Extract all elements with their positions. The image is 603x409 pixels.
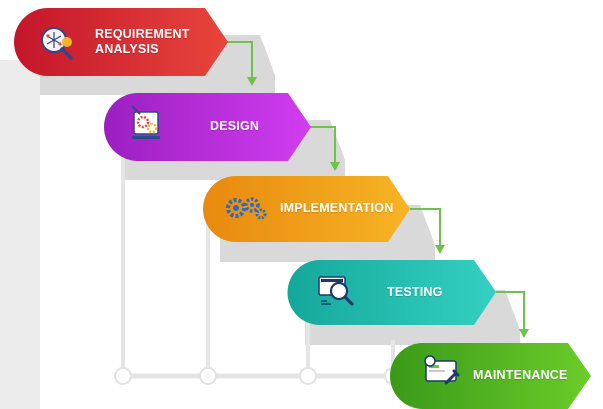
arrowhead [519, 329, 529, 338]
stage-label-line: ANALYSIS [95, 42, 159, 56]
stage-arrow-design [104, 93, 311, 161]
connector-arrow-1 [222, 41, 253, 78]
connector-heads [247, 77, 529, 338]
stage-label-line: DESIGN [210, 119, 260, 133]
connector-arrow-3 [410, 208, 441, 246]
stage-label-testing: TESTING [387, 285, 443, 300]
stage-arrow-implementation [203, 176, 410, 242]
stage-label-line: IMPLEMENTATION [280, 201, 394, 215]
timeline-node [199, 367, 217, 385]
stage-label-design: DESIGN [210, 119, 259, 134]
arrowhead [330, 162, 340, 171]
timeline-node [299, 367, 317, 385]
connector-arrow-4 [496, 291, 525, 330]
wrench-screen-icon [424, 355, 460, 385]
arrowhead [247, 77, 257, 86]
connector-arrow-2 [306, 126, 336, 163]
gears-icon [226, 197, 267, 220]
stage-label-implementation: IMPLEMENTATION [280, 201, 393, 216]
timeline-node [114, 367, 132, 385]
left-shadow-band [0, 60, 40, 409]
stage-label-line: REQUIREMENT [95, 27, 190, 41]
testing-magnifier-icon [318, 276, 354, 306]
stage-arrow-requirement-analysis [14, 8, 228, 76]
stage-label-requirement-analysis: REQUIREMENT ANALYSIS [95, 27, 190, 57]
design-gears-icon [131, 105, 160, 139]
stage-arrow-maintenance [390, 343, 591, 409]
stage-label-maintenance: MAINTENANCE [473, 368, 568, 383]
connectors [222, 41, 525, 330]
magnifier-network-icon [41, 27, 73, 60]
stage-label-line: TESTING [387, 285, 443, 299]
arrowhead [435, 245, 445, 254]
stage-label-line: MAINTENANCE [473, 368, 568, 382]
